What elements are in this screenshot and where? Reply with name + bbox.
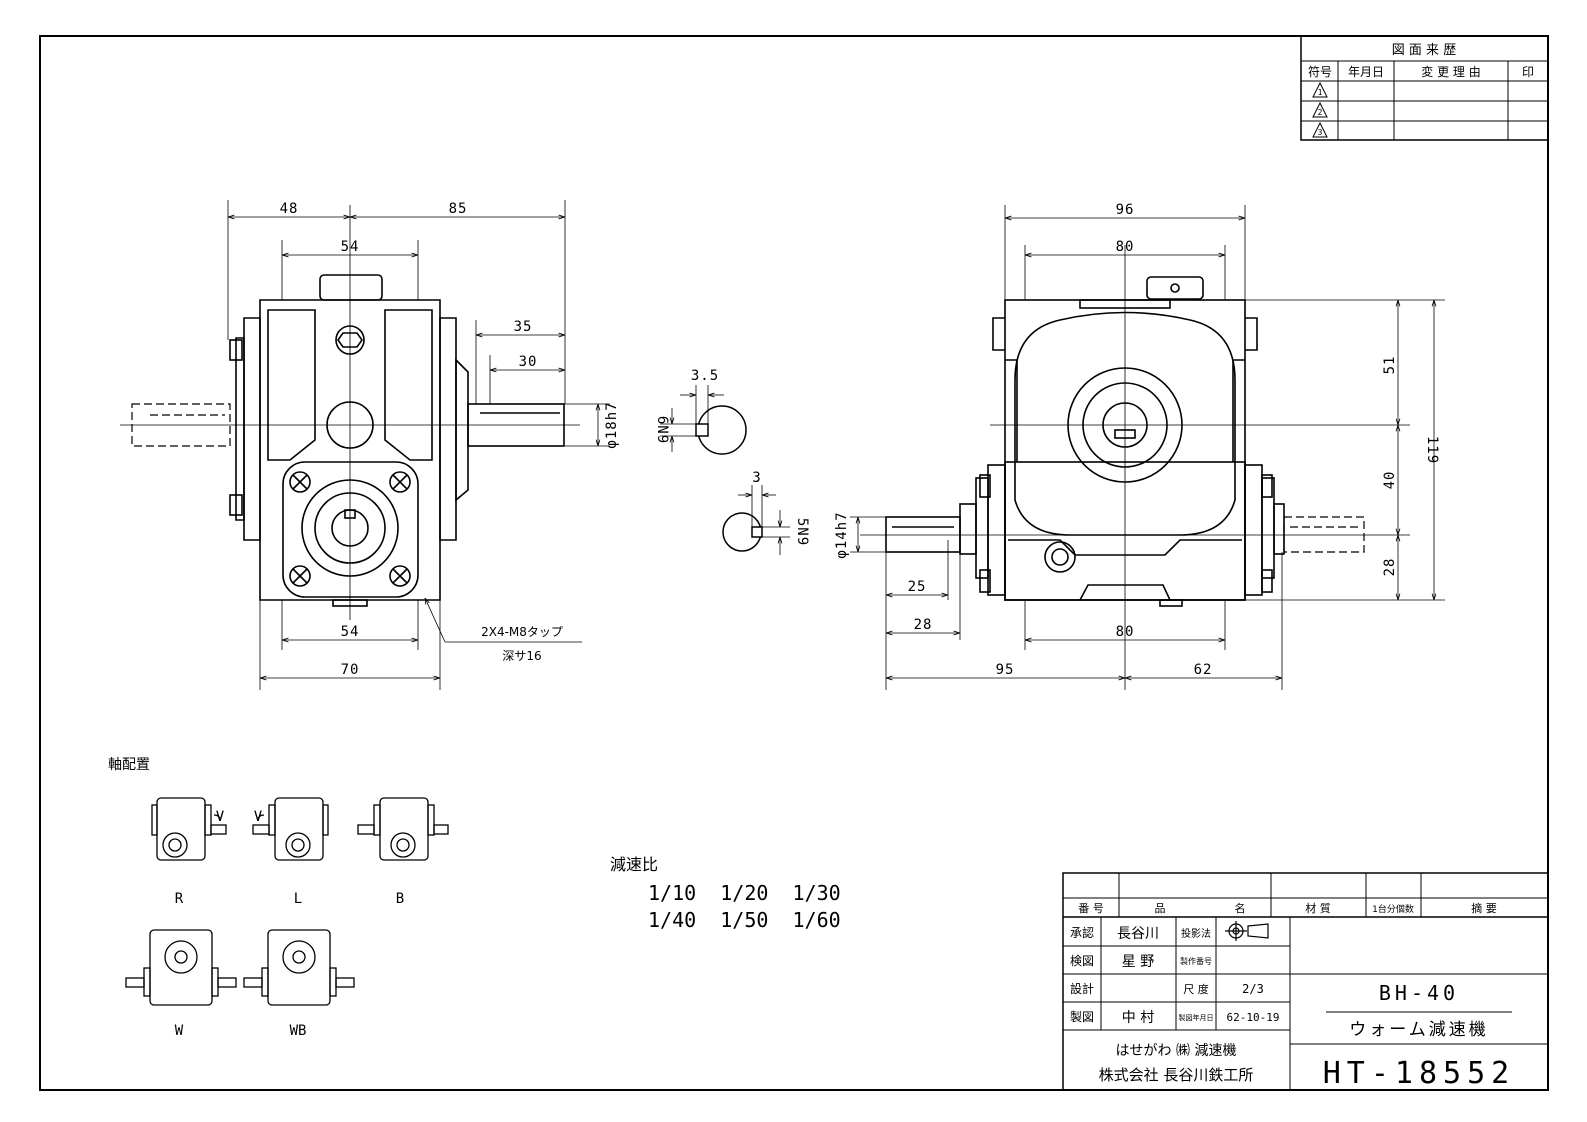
revision-header-seal: 印 (1522, 65, 1534, 79)
side-dim-28-right: 28 (1382, 558, 1398, 577)
tb-drawn-name: 中 村 (1122, 1010, 1154, 1026)
tb-date-value: 62-10-19 (1227, 1011, 1280, 1024)
side-right-shaft (1283, 516, 1365, 553)
shaft-arrangement-title: 軸配置 (108, 757, 150, 773)
tb-header-remark: 摘 要 (1471, 901, 1497, 915)
side-dim-40: 40 (1382, 471, 1398, 490)
tap-note: 2X4-M8タップ (481, 625, 563, 639)
arrangement-label-wb: WB (290, 1023, 307, 1039)
key-dim-3: 3 (752, 470, 761, 486)
tb-drawing-number: HT-18552 (1323, 1056, 1516, 1091)
side-dim-119: 119 (1424, 436, 1440, 464)
side-dim-80-top: 80 (1116, 239, 1135, 255)
dim-shaft-dia-18: φ18h7 (604, 401, 620, 448)
tb-product: ウォーム減速機 (1349, 1020, 1489, 1040)
side-dim-51: 51 (1382, 356, 1398, 375)
tb-header-qty: 1台分個数 (1372, 903, 1414, 915)
tb-brand: はせがわ ㈱ 減速機 (1116, 1042, 1237, 1059)
key-slot-6n9: 6N9 (654, 416, 670, 444)
tb-drawn-label: 製図 (1070, 1010, 1094, 1024)
arrangement-icon-r (151, 797, 227, 861)
dim-35: 35 (514, 319, 533, 335)
side-dim-80-bottom: 80 (1116, 624, 1135, 640)
tap-depth: 深サ16 (502, 649, 541, 663)
key-detail-dims (660, 385, 790, 555)
key-detail-upper (695, 405, 747, 455)
tb-projection-label: 投影法 (1181, 927, 1211, 940)
front-dimension-lines (227, 200, 610, 690)
dim-70: 70 (341, 662, 360, 678)
revision-header-date: 年月日 (1348, 65, 1384, 79)
revision-table (1300, 35, 1549, 141)
tb-header-name-a: 品 (1155, 902, 1166, 915)
revision-triangle-icon (1312, 81, 1328, 138)
key-slot-5n9: 5N9 (794, 518, 810, 546)
tb-model: BH-40 (1379, 981, 1459, 1005)
tb-approve-name: 長谷川 (1117, 926, 1159, 942)
tb-company: 株式会社 長谷川鉄工所 (1099, 1066, 1254, 1084)
reduction-title: 減速比 (610, 855, 658, 874)
revision-header-reason: 変 更 理 由 (1421, 64, 1480, 79)
arrangement-label-r: R (175, 891, 184, 907)
side-dimension-lines (850, 205, 1445, 690)
reduction-row-1: 1/10 1/20 1/30 (648, 881, 841, 905)
tb-check-label: 検図 (1070, 954, 1094, 968)
side-dim-25: 25 (908, 579, 927, 595)
tb-header-no: 番 号 (1078, 902, 1104, 915)
revision-row-2: 2 (1318, 108, 1323, 117)
tb-scale-label: 尺 度 (1183, 982, 1209, 996)
dim-54-bottom: 54 (341, 624, 360, 640)
side-view (885, 276, 1285, 607)
tb-design-label: 設計 (1070, 981, 1094, 996)
key-detail-lower (722, 512, 763, 552)
tb-header-name-b: 名 (1235, 901, 1246, 915)
tb-date-label: 製図年月日 (1179, 1013, 1214, 1022)
tb-scale-value: 2/3 (1242, 982, 1264, 996)
arrangement-icon-l (252, 797, 329, 861)
front-view (229, 274, 565, 607)
arrangement-label-w: W (175, 1023, 184, 1039)
sheet-border (39, 35, 1549, 1091)
side-dim-95: 95 (996, 662, 1015, 678)
tb-header-material: 材 質 (1305, 901, 1331, 915)
side-dim-96: 96 (1116, 202, 1135, 218)
projection-symbol-icon (1225, 921, 1269, 941)
dim-85: 85 (449, 201, 468, 217)
revision-title: 図 面 来 歴 (1392, 43, 1456, 58)
dim-54-top: 54 (341, 239, 360, 255)
arrangement-label-b: B (396, 891, 404, 907)
side-dim-62: 62 (1194, 662, 1213, 678)
tb-mfg-label: 製作番号 (1180, 956, 1212, 966)
arrangement-label-l: L (294, 891, 302, 907)
front-centerlines (120, 205, 580, 620)
revision-header-mark: 符号 (1308, 64, 1332, 79)
dim-48: 48 (280, 201, 299, 217)
side-dim-shaft-dia-14: φ14h7 (834, 511, 850, 558)
revision-row-1: 1 (1318, 88, 1323, 97)
reduction-row-2: 1/40 1/50 1/60 (648, 908, 841, 932)
title-block-grid (1062, 872, 1549, 1091)
revision-row-3: 3 (1318, 128, 1323, 137)
dim-30: 30 (519, 354, 538, 370)
side-dim-28-left: 28 (914, 617, 933, 633)
key-dim-3-5: 3.5 (691, 368, 719, 384)
arrangement-icon-wb (243, 929, 355, 1006)
arrangement-icon-b (357, 797, 449, 861)
side-centerlines (860, 245, 1410, 690)
arrangement-icon-w (125, 929, 237, 1006)
tb-approve-label: 承認 (1070, 925, 1094, 940)
tb-check-name: 星 野 (1122, 954, 1154, 970)
